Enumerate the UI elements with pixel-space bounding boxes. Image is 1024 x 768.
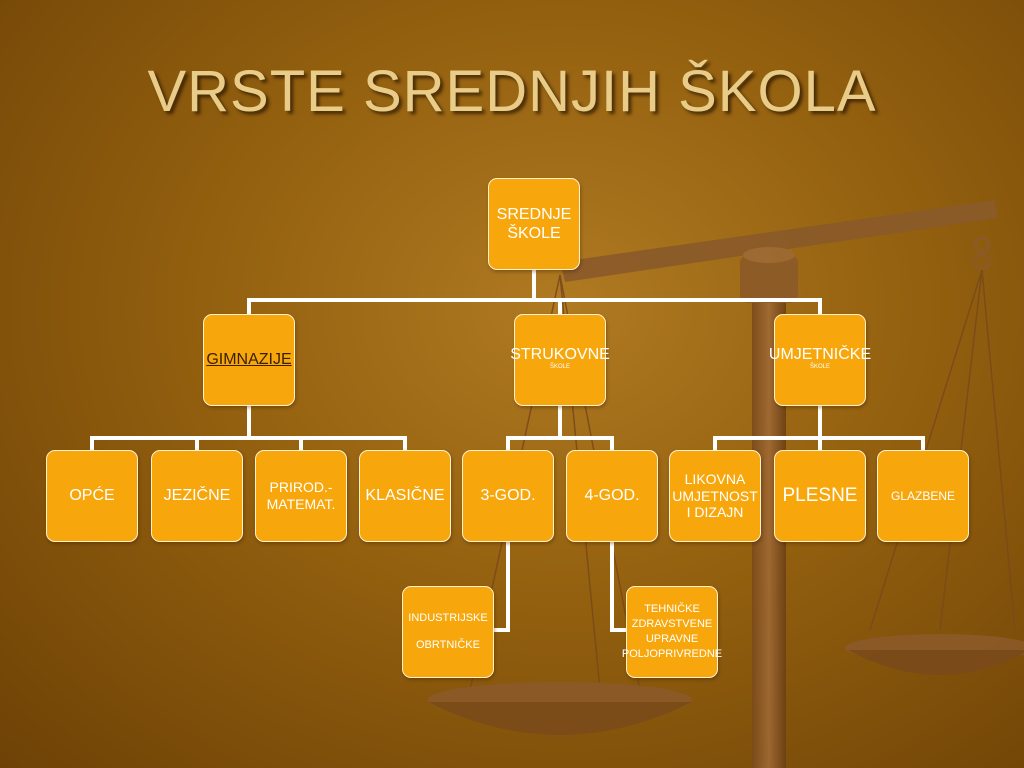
node-strukovne: STRUKOVNE ŠKOLE: [510, 314, 610, 406]
node-jezicne: JEZIČNE: [151, 450, 243, 542]
node-glazbene: GLAZBENE: [877, 450, 969, 542]
glazbene-label: GLAZBENE: [890, 488, 956, 503]
jezicne-label: JEZIČNE: [163, 487, 231, 505]
likovna-label-line3: I DIZAJN: [686, 504, 744, 521]
node-likovna-umjetnost: LIKOVNA UMJETNOST I DIZAJN: [669, 450, 761, 542]
root-label-line2: ŠKOLE: [507, 225, 561, 242]
prirod-label-line1: PRIROD.-: [269, 479, 333, 496]
node-gimnazije: GIMNAZIJE: [203, 314, 295, 406]
opce-label: OPĆE: [69, 487, 115, 505]
likovna-label-line1: LIKOVNA: [684, 470, 746, 487]
poljoprivredne-label: POLJOPRIVREDNE: [621, 647, 723, 660]
umjetnicke-label: UMJETNIČKE: [768, 346, 872, 363]
upravne-label: UPRAVNE: [645, 633, 699, 645]
node-tehnicke-zdravstvene: TEHNIČKE ZDRAVSTVENE UPRAVNE POLJOPRIVRE…: [622, 586, 722, 678]
gimnazije-label: GIMNAZIJE: [206, 351, 292, 369]
tehnicke-label: TEHNIČKE: [644, 603, 700, 616]
node-industrijske-obrtnicke: INDUSTRIJSKE OBRTNIČKE: [402, 586, 494, 678]
umjetnicke-sublabel: ŠKOLE: [809, 364, 830, 371]
klasicne-label: KLASIČNE: [365, 487, 445, 505]
god4-label: 4-GOD.: [584, 487, 640, 505]
obrtnicke-label: OBRTNIČKE: [416, 639, 480, 651]
plesne-label: PLESNE: [782, 484, 858, 506]
node-prirod-matemat: PRIROD.- MATEMAT.: [255, 450, 347, 542]
strukovne-label: STRUKOVNE: [510, 346, 610, 363]
node-4-god: 4-GOD.: [566, 450, 658, 542]
industrijske-label: INDUSTRIJSKE: [408, 612, 488, 625]
zdravstvene-label: ZDRAVSTVENE: [631, 618, 713, 631]
prirod-label-line2: MATEMAT.: [266, 496, 336, 512]
node-3-god: 3-GOD.: [462, 450, 554, 542]
node-umjetnicke: UMJETNIČKE ŠKOLE: [769, 314, 871, 406]
node-klasicne: KLASIČNE: [359, 450, 451, 542]
likovna-label-line2: UMJETNOST: [672, 487, 758, 504]
root-label-line1: SREDNJE: [496, 205, 572, 223]
root-node-srednje-skole: SREDNJE ŠKOLE: [488, 178, 580, 270]
node-plesne: PLESNE: [774, 450, 866, 542]
node-opce: OPĆE: [46, 450, 138, 542]
strukovne-sublabel: ŠKOLE: [549, 364, 570, 371]
page-title: VRSTE SREDNJIH ŠKOLA: [147, 59, 877, 124]
god3-label: 3-GOD.: [480, 487, 536, 505]
